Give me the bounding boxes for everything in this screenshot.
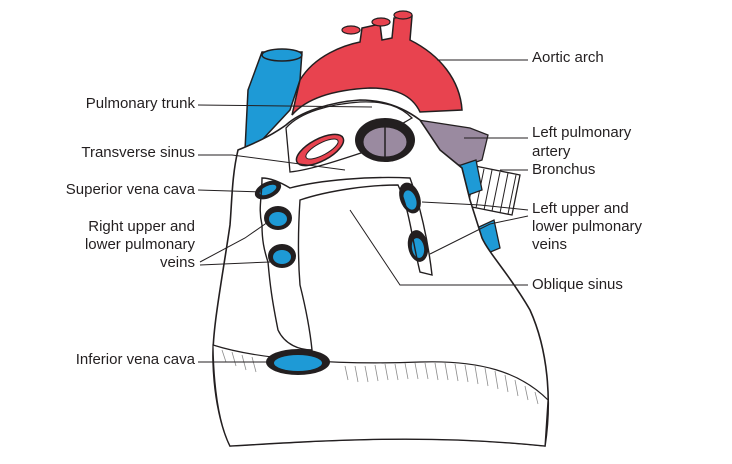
label-oblique-sinus: Oblique sinus	[532, 276, 623, 293]
label-left-pulm-veins-line3: veins	[532, 236, 568, 253]
label-right-pulm-veins-line3: veins	[159, 254, 195, 271]
leader-oblique-sinus	[349, 209, 528, 286]
leader-right-veins-lower	[199, 261, 271, 266]
label-pulmonary-trunk: Pulmonary trunk	[85, 95, 195, 112]
label-left-pulm-veins-line1: Left upper and	[532, 200, 629, 217]
aortic-branch-1	[341, 25, 361, 35]
aortic-branch-3	[393, 10, 413, 20]
label-aortic-arch: Aortic arch	[532, 49, 604, 66]
aortic-arch-vessel	[291, 15, 463, 116]
label-right-pulm-veins-line1: Right upper and	[88, 218, 195, 235]
label-superior-vena-cava: Superior vena cava	[65, 181, 195, 198]
label-transverse-sinus: Transverse sinus	[81, 144, 195, 161]
superior-vena-cava-opening	[261, 48, 303, 62]
bronchus-rings	[467, 166, 517, 215]
leader-pulmonary-trunk	[197, 104, 373, 108]
label-left-pulm-veins-line2: lower pulmonary	[532, 218, 643, 235]
leader-right-veins-upper	[199, 221, 269, 263]
leader-transverse-sinus	[198, 154, 346, 171]
label-left-pulmonary-artery-line1: Left pulmonary	[532, 124, 632, 141]
aortic-branch-2	[371, 17, 391, 27]
label-left-pulmonary-artery-line2: artery	[532, 143, 571, 160]
label-bronchus: Bronchus	[532, 161, 596, 178]
label-inferior-vena-cava: Inferior vena cava	[75, 351, 195, 368]
leader-left-veins-lower	[429, 215, 529, 255]
leader-left-veins-upper	[421, 201, 529, 211]
leader-superior-vena-cava	[197, 189, 263, 193]
transverse-sinus-red-lumen	[305, 138, 339, 160]
label-right-pulm-veins-line2: lower pulmonary	[84, 236, 195, 253]
leader-lines	[197, 59, 529, 363]
